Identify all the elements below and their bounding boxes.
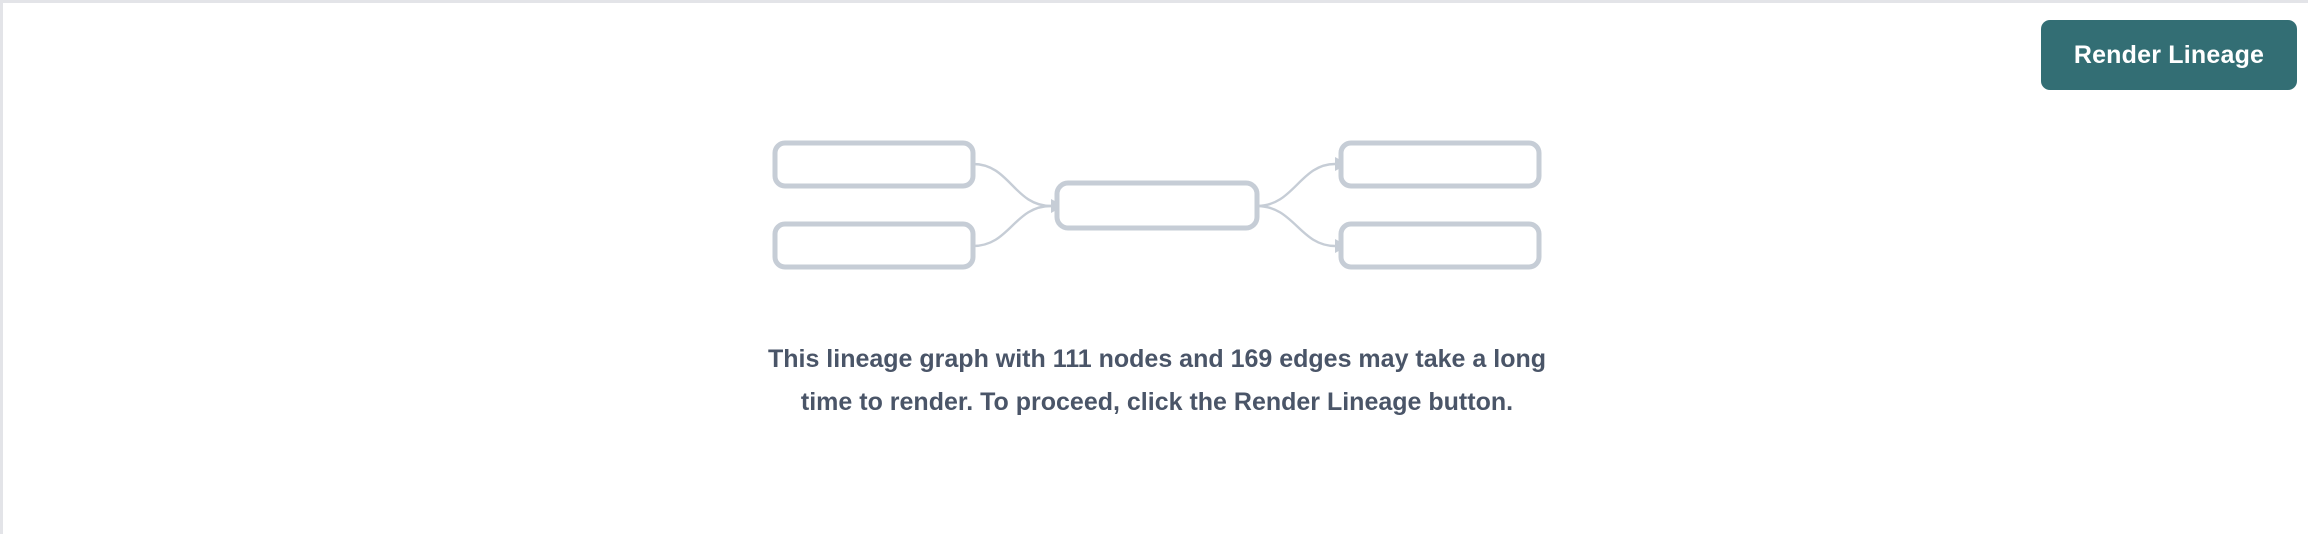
- edge-group: [972, 162, 1336, 248]
- placeholder-node-target-1: [1338, 140, 1542, 189]
- placeholder-lineage-graph-icon: [772, 140, 1542, 270]
- lineage-warning-message: This lineage graph with 111 nodes and 16…: [767, 345, 1547, 416]
- placeholder-node-source-2: [772, 221, 976, 270]
- edge-source2-center: [972, 204, 1052, 248]
- placeholder-node-target-2: [1338, 221, 1542, 270]
- edge-center-target1: [1256, 162, 1336, 208]
- lineage-empty-state: This lineage graph with 111 nodes and 16…: [3, 3, 2308, 534]
- placeholder-node-source-1: [772, 140, 976, 189]
- edge-center-target2: [1256, 204, 1336, 248]
- node-group: [772, 140, 1542, 270]
- render-lineage-button[interactable]: Render Lineage: [2041, 20, 2297, 90]
- edge-source1-center: [972, 162, 1052, 208]
- placeholder-node-center-1: [1054, 180, 1260, 231]
